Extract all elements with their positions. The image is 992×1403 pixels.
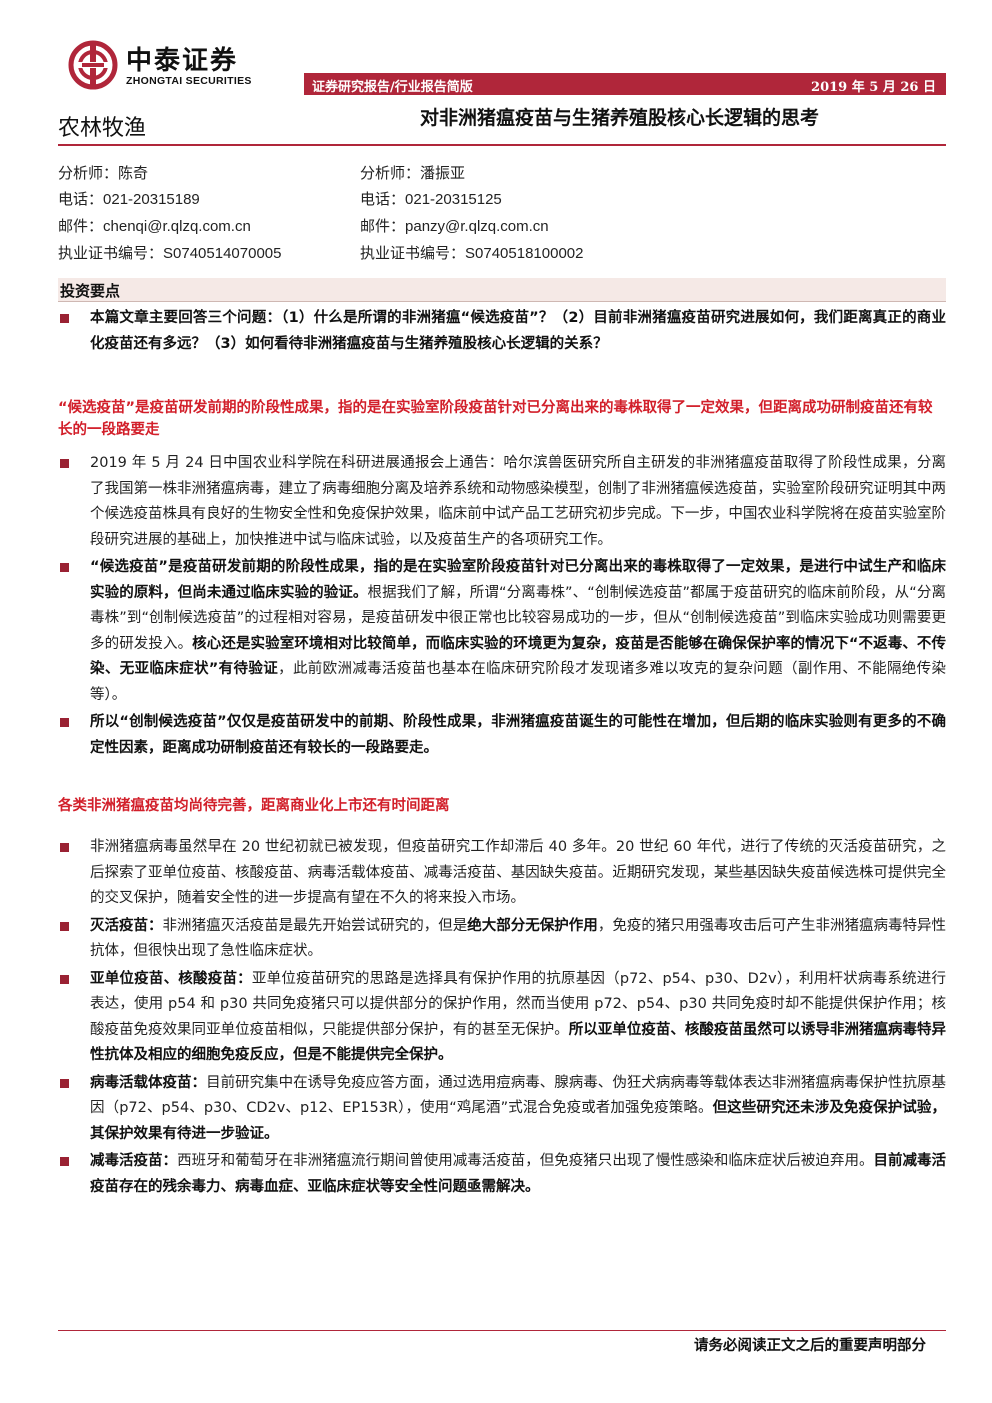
analyst-email[interactable]: chenqi@r.qlzq.com.cn (103, 218, 251, 235)
square-bullet-icon (60, 718, 69, 727)
analyst-cert: S0740518100002 (465, 245, 584, 262)
square-bullet-icon (60, 459, 69, 468)
list-item: 减毒活疫苗：西班牙和葡萄牙在非洲猪瘟流行期间曾使用减毒活疫苗，但免疫猪只出现了慢… (58, 1149, 946, 1200)
square-bullet-icon (60, 314, 69, 323)
company-logo: 中泰证券 ZHONGTAI SECURITIES (66, 38, 276, 94)
analyst-phone-row: 电话：021-20315125 (360, 190, 502, 208)
intro-paragraph: 本篇文章主要回答三个问题：（1）什么是所谓的非洲猪瘟“候选疫苗”？（2）目前非洲… (58, 306, 946, 357)
analyst-cert-row: 执业证书编号：S0740518100002 (360, 244, 584, 262)
analyst-phone-row: 电话：021-20315189 (58, 190, 200, 208)
analyst-name-row: 分析师：潘振亚 (360, 164, 466, 182)
analyst-cert-row: 执业证书编号：S0740514070005 (58, 244, 282, 262)
footer-disclaimer: 请务必阅读正文之后的重要声明部分 (694, 1338, 926, 1354)
list-item: “候选疫苗”是疫苗研发前期的阶段性成果，指的是在实验室阶段疫苗针对已分离出来的毒… (58, 555, 946, 708)
analyst-phone: 021-20315189 (103, 191, 200, 208)
highlight-heading-2: 各类非洲猪瘟疫苗均尚待完善，距离商业化上市还有时间距离 (58, 798, 450, 814)
brand-name-cn: 中泰证券 (126, 46, 239, 76)
square-bullet-icon (60, 1157, 69, 1166)
analyst-name-row: 分析师：陈奇 (58, 164, 149, 182)
list-item: 2019 年 5 月 24 日中国农业科学院在科研进展通报会上通告：哈尔滨兽医研… (58, 451, 946, 553)
square-bullet-icon (60, 843, 69, 852)
report-type: 证券研究报告/行业报告简版 (312, 80, 473, 95)
list-item: 非洲猪瘟病毒虽然早在 20 世纪初就已被发现，但疫苗研究工作却滞后 40 多年。… (58, 835, 946, 912)
analyst-phone: 021-20315125 (405, 191, 502, 208)
list-item: 病毒活载体疫苗：目前研究集中在诱导免疫应答方面，通过选用痘病毒、腺病毒、伪狂犬病… (58, 1071, 946, 1148)
sector-label: 农林牧渔 (58, 116, 147, 141)
analyst-name: 潘振亚 (420, 164, 466, 182)
list-item: 灭活疫苗：非洲猪瘟灭活疫苗是最先开始尝试研究的，但是绝大部分无保护作用，免疫的猪… (58, 914, 946, 965)
analyst-cert: S0740514070005 (163, 245, 282, 262)
list-item: 所以“创制候选疫苗”仅仅是疫苗研发中的前期、阶段性成果，非洲猪瘟疫苗诞生的可能性… (58, 710, 946, 761)
brand-name-en: ZHONGTAI SECURITIES (126, 75, 252, 87)
zhongtai-logo-icon (68, 40, 118, 90)
analyst-mail-row: 邮件：panzy@r.qlzq.com.cn (360, 217, 549, 235)
title-divider (58, 144, 946, 146)
analyst-name: 陈奇 (118, 164, 149, 182)
report-date: 2019 年 5 月 26 日 (811, 80, 936, 95)
analyst-mail-row: 邮件：chenqi@r.qlzq.com.cn (58, 217, 251, 235)
footer-divider (58, 1330, 946, 1331)
report-title: 对非洲猪瘟疫苗与生猪养殖股核心长逻辑的思考 (420, 107, 820, 129)
square-bullet-icon (60, 974, 69, 984)
section-title: 投资要点 (60, 282, 121, 300)
section-header: 投资要点 (58, 278, 946, 302)
report-header-bar: 证券研究报告/行业报告简版 2019 年 5 月 26 日 (304, 73, 946, 95)
list-item: 亚单位疫苗、核酸疫苗：亚单位疫苗研究的思路是选择具有保护作用的抗原基因（p72、… (58, 967, 946, 1069)
analyst-block-2: 分析师：潘振亚 电话：021-20315125 邮件：panzy@r.qlzq.… (360, 160, 583, 267)
highlight-heading-1: “候选疫苗”是疫苗研发前期的阶段性成果，指的是在实验室阶段疫苗针对已分离出来的毒… (58, 400, 933, 438)
analyst-block-1: 分析师：陈奇 电话：021-20315189 邮件：chenqi@r.qlzq.… (58, 160, 281, 267)
square-bullet-icon (60, 563, 69, 572)
square-bullet-icon (60, 921, 69, 931)
square-bullet-icon (60, 1078, 69, 1088)
report-body: 本篇文章主要回答三个问题：（1）什么是所谓的非洲猪瘟“候选疫苗”？（2）目前非洲… (58, 304, 946, 1200)
analyst-email[interactable]: panzy@r.qlzq.com.cn (405, 218, 549, 235)
